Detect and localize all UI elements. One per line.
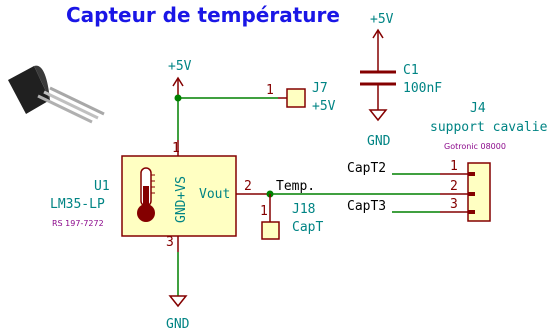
svg-text:3: 3	[450, 197, 458, 212]
connector-j4: 1 2 3 J4 support cavalier Gotronic 08000	[430, 101, 549, 222]
svg-text:GND: GND	[166, 317, 190, 332]
net-label-capt3: CapT3	[347, 199, 386, 214]
connector-j18: 1 J18 CapT	[260, 194, 323, 240]
svg-text:GND: GND	[367, 134, 391, 149]
svg-text:+5V: +5V	[370, 12, 394, 27]
svg-text:2: 2	[244, 179, 252, 194]
svg-text:U1: U1	[94, 179, 110, 194]
svg-text:RS 197-7272: RS 197-7272	[52, 219, 104, 228]
thermometer-icon	[137, 167, 155, 222]
to92-package-image	[8, 65, 105, 124]
svg-text:J4: J4	[470, 101, 486, 116]
svg-text:3: 3	[166, 235, 174, 250]
svg-text:LM35-LP: LM35-LP	[50, 197, 105, 212]
svg-text:GND+VS: GND+VS	[174, 176, 189, 223]
sensor-u1: 1 GND+VS Vout 2 3 U1 LM35-LP RS 197-7272	[50, 140, 270, 252]
svg-text:Gotronic 08000: Gotronic 08000	[444, 142, 506, 151]
net-label-temp: Temp.	[276, 179, 315, 194]
net-label-capt2: CapT2	[347, 161, 386, 176]
svg-text:+5V: +5V	[168, 59, 192, 74]
svg-text:Vout: Vout	[199, 187, 230, 202]
schematic-title: Capteur de température	[66, 3, 340, 27]
svg-text:J7: J7	[312, 81, 328, 96]
svg-text:C1: C1	[403, 63, 419, 78]
svg-text:2: 2	[450, 179, 458, 194]
svg-text:J18: J18	[292, 202, 315, 217]
power-symbol-vcc-u1: +5V	[168, 59, 192, 98]
svg-text:+5V: +5V	[312, 99, 336, 114]
svg-text:1: 1	[450, 159, 458, 174]
svg-text:CapT: CapT	[292, 220, 323, 235]
svg-text:100nF: 100nF	[403, 81, 442, 96]
svg-text:1: 1	[260, 204, 268, 219]
svg-text:1: 1	[266, 83, 274, 98]
svg-text:1: 1	[172, 141, 180, 156]
power-symbol-gnd-u1: GND	[166, 295, 190, 332]
svg-text:support cavalier: support cavalier	[430, 120, 549, 135]
capacitor-c1: +5V C1 100nF GND	[360, 12, 442, 149]
connector-j7: 1 J7 +5V	[266, 81, 336, 114]
